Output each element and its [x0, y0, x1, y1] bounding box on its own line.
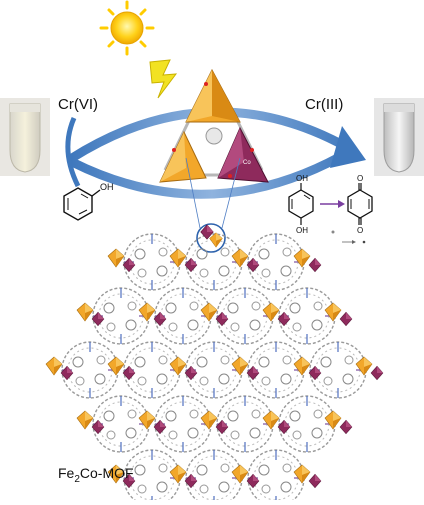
sun-icon	[99, 0, 155, 56]
lightning-icon	[149, 59, 178, 99]
iron-octahedron	[200, 410, 218, 430]
hydroquinone-oh-bottom-label: OH	[296, 226, 308, 235]
benzoquinone-structure: O O	[347, 174, 373, 235]
iron-octahedron	[324, 302, 342, 322]
iron-octahedron	[138, 410, 156, 430]
stray-marks	[331, 230, 366, 244]
iron-octahedron	[262, 410, 280, 430]
iron-octahedron	[107, 248, 125, 268]
iron-octahedron	[45, 356, 63, 376]
hydroquinone-structure: OH OH	[288, 174, 314, 235]
vial-clear-icon	[374, 98, 424, 176]
zoom-indicator	[185, 157, 241, 253]
cobalt-octahedron	[339, 311, 353, 327]
iron-octahedron	[107, 356, 125, 376]
hydroquinone-oh-top-label: OH	[296, 174, 308, 183]
linker-ring	[247, 449, 305, 505]
iron-octahedron	[324, 410, 342, 430]
iron-octahedron	[169, 356, 187, 376]
iron-octahedron	[293, 464, 311, 484]
iron-octahedron	[209, 232, 223, 248]
product-species-label: Cr(III)	[305, 96, 344, 113]
mof-framework	[45, 224, 384, 505]
phenol-oh-label: OH	[100, 182, 114, 192]
transformation-arrow	[320, 200, 345, 208]
phenol-structure: OH	[63, 182, 114, 221]
linker-ring	[185, 449, 243, 505]
iron-octahedron	[76, 302, 94, 322]
iron-octahedron	[293, 356, 311, 376]
vial-pale-yellow-icon	[0, 98, 50, 176]
iron-octahedron	[200, 302, 218, 322]
iron-octahedron	[138, 302, 156, 322]
iron-octahedron	[355, 356, 373, 376]
iron-octahedron	[76, 410, 94, 430]
iron-octahedron	[293, 248, 311, 268]
iron-octahedron	[231, 248, 249, 268]
metal-cluster: Co	[159, 68, 269, 183]
cobalt-octahedron	[370, 365, 384, 381]
iron-octahedron	[231, 356, 249, 376]
iron-octahedron	[169, 464, 187, 484]
cobalt-octahedron	[339, 419, 353, 435]
framework-name-suffix: Co-MOF	[79, 465, 134, 481]
iron-octahedron	[169, 248, 187, 268]
cobalt-site-label: Co	[243, 160, 251, 166]
cobalt-octahedron	[308, 257, 322, 273]
quinone-o-bottom-label: O	[357, 226, 363, 235]
iron-octahedron	[262, 302, 280, 322]
quinone-o-top-label: O	[357, 174, 363, 183]
reactant-species-label: Cr(VI)	[58, 96, 98, 113]
framework-name-subscript: 2	[74, 473, 80, 485]
cobalt-octahedron	[308, 473, 322, 489]
cycle-arrow	[65, 107, 366, 199]
iron-octahedron	[231, 464, 249, 484]
framework-name-label: Fe2Co-MOF	[58, 465, 134, 485]
framework-name-prefix: Fe	[58, 465, 75, 481]
